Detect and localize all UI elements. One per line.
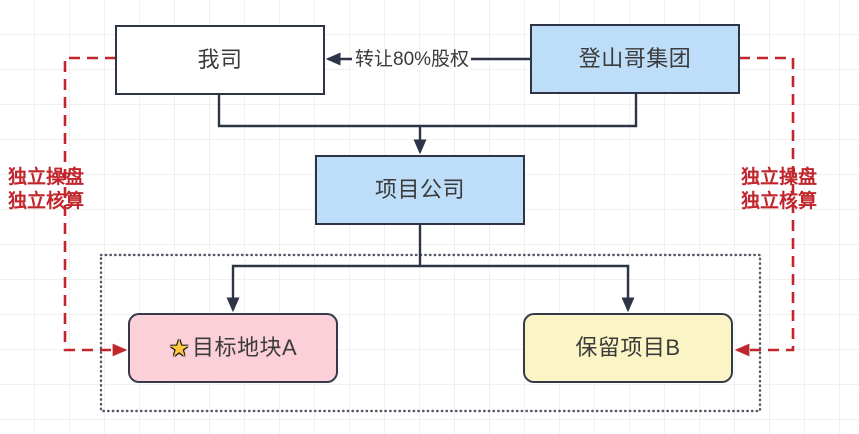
edge-project-to-retained-project (420, 264, 635, 313)
note-independent-left-line1: 独立操盘 (8, 167, 85, 188)
node-our-company-label: 我司 (197, 47, 243, 72)
node-retained-project[interactable]: 保留项目B (523, 313, 733, 383)
node-target-plot-label: 目标地块A (191, 335, 298, 360)
note-independent-right-line2: 独立核算 (741, 191, 818, 213)
note-independent-left: 独立操盘 独立核算 (8, 166, 84, 215)
star-icon: ★ (168, 334, 190, 361)
node-project-company[interactable]: 项目公司 (315, 155, 525, 225)
note-independent-right: 独立操盘 独立核算 (741, 166, 817, 215)
edge-label-transfer-equity: 转让80%股权 (353, 49, 472, 70)
note-independent-right-line1: 独立操盘 (741, 167, 818, 188)
node-our-company[interactable]: 我司 (115, 25, 325, 95)
node-group-label: 登山哥集团 (578, 46, 692, 71)
node-target-plot[interactable]: ★ 目标地块A (128, 313, 338, 383)
node-retained-project-label: 保留项目B (575, 335, 681, 360)
edge-our-company-to-project (217, 95, 420, 128)
edge-group-to-project (420, 94, 638, 128)
node-project-company-label: 项目公司 (374, 177, 465, 202)
node-group[interactable]: 登山哥集团 (530, 24, 740, 94)
note-independent-left-line2: 独立核算 (8, 191, 85, 213)
edge-project-to-target-plot (226, 264, 420, 313)
